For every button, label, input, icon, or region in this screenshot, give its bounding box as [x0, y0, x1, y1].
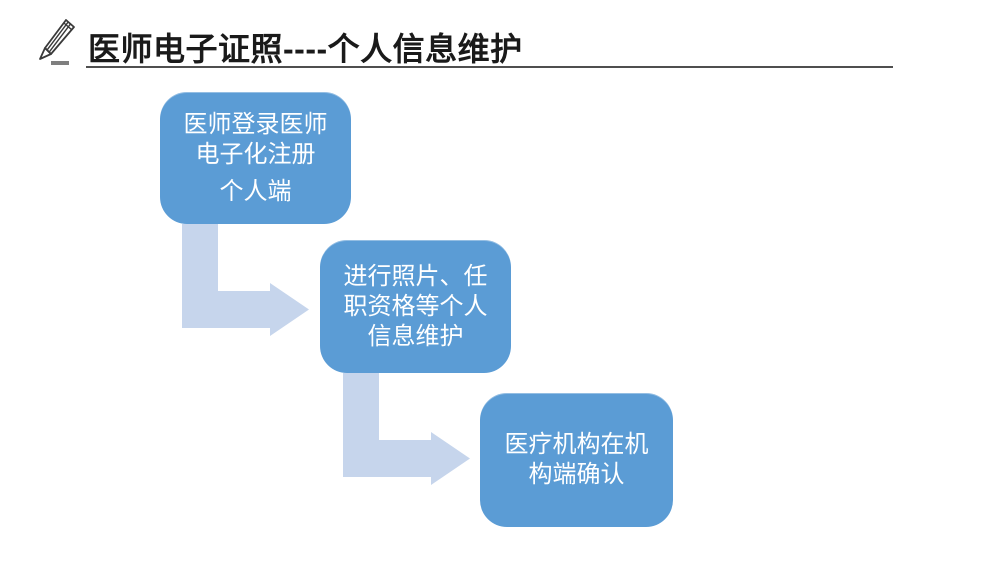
step-1-text: 医师登录医师 电子化注册	[183, 110, 328, 168]
step-3-text: 医疗机构在机 构端确认	[504, 431, 649, 488]
flow-step-1: 医师登录医师 电子化注册 个人端	[160, 92, 351, 224]
title-underline	[86, 66, 893, 68]
flow-step-2: 进行照片、任 职资格等个人 信息维护	[320, 240, 511, 373]
step-2-text: 进行照片、任 职资格等个人 信息维护	[343, 262, 488, 350]
elbow-arrow-2	[343, 373, 470, 485]
flow-step-3: 医疗机构在机 构端确认	[480, 393, 673, 527]
slide-title: 医师电子证照----个人信息维护	[88, 31, 523, 67]
pencil-icon	[33, 12, 89, 70]
elbow-arrow-1	[182, 224, 309, 336]
step-1-text-2: 个人端	[219, 177, 292, 205]
